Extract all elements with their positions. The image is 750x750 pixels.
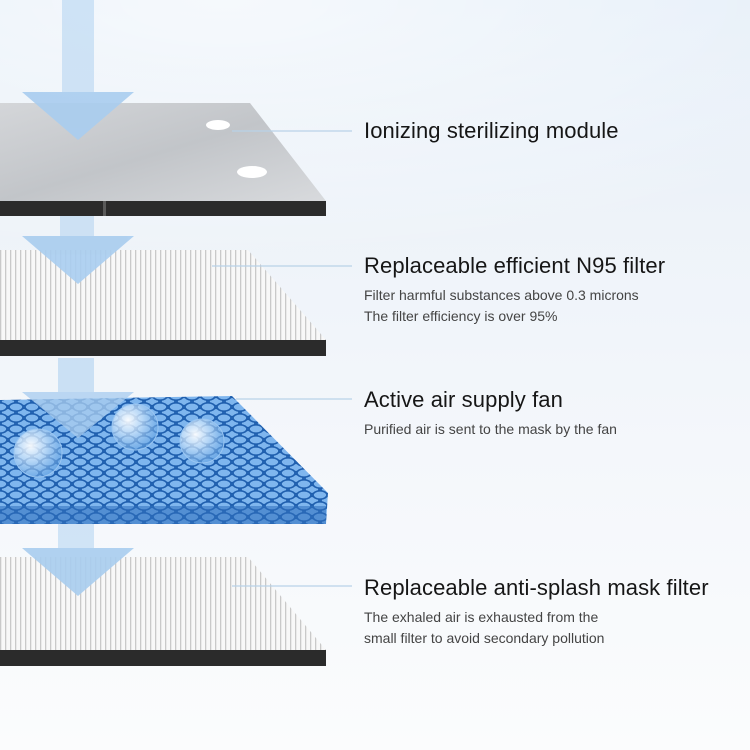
- airflow-arrow-icon: [22, 358, 134, 438]
- label-n95-filter: Replaceable efficient N95 filter Filter …: [364, 253, 665, 327]
- ion-emitter-hole: [237, 166, 267, 178]
- description-line: The filter efficiency is over 95%: [364, 308, 558, 324]
- air-bubble-icon: [179, 418, 225, 464]
- fan-mesh-layer: [0, 396, 328, 524]
- layer-title: Replaceable anti-splash mask filter: [364, 575, 709, 600]
- airflow-arrow-icon: [22, 524, 134, 596]
- description-line: The exhaled air is exhausted from the: [364, 609, 599, 625]
- layer-title: Active air supply fan: [364, 387, 563, 412]
- label-fan: Active air supply fan Purified air is se…: [364, 387, 617, 440]
- airflow-arrow-icon: [22, 216, 134, 284]
- description-line: small filter to avoid secondary pollutio…: [364, 630, 605, 646]
- airflow-arrow-icon: [22, 0, 134, 140]
- label-anti-splash-filter: Replaceable anti-splash mask filter The …: [364, 575, 709, 649]
- description-line: Filter harmful substances above 0.3 micr…: [364, 287, 639, 303]
- air-bubble-icon: [13, 428, 63, 478]
- layer-description: The exhaled air is exhausted from the sm…: [364, 607, 709, 649]
- air-bubble-icon: [111, 403, 159, 451]
- layer-description: Filter harmful substances above 0.3 micr…: [364, 285, 665, 327]
- layer-description: Purified air is sent to the mask by the …: [364, 419, 617, 440]
- ion-emitter-hole: [206, 120, 230, 130]
- description-line: Purified air is sent to the mask by the …: [364, 421, 617, 437]
- anti-splash-filter-plate: [0, 557, 326, 666]
- layer-title: Replaceable efficient N95 filter: [364, 253, 666, 278]
- layer-title: Ionizing sterilizing module: [364, 118, 619, 143]
- label-ionizing-module: Ionizing sterilizing module: [364, 118, 619, 144]
